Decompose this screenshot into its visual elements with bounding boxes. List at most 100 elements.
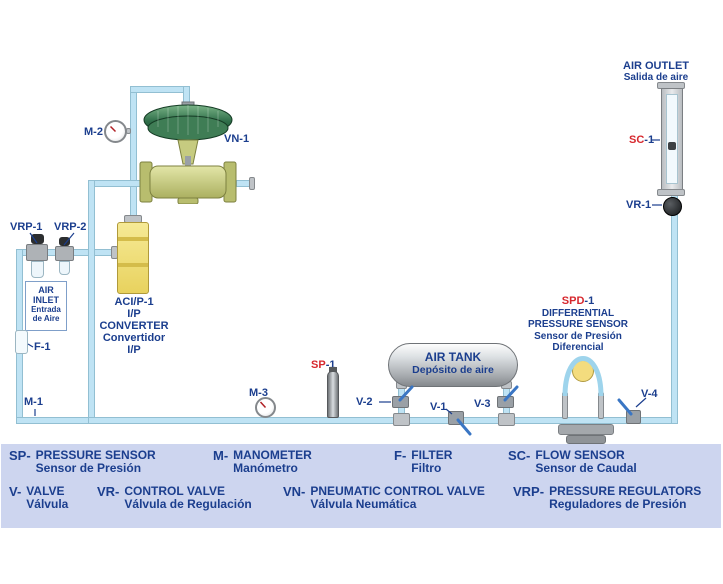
dp-cell-lower: [566, 435, 606, 444]
dp-sensor-label-line: Sensor de Presión: [534, 330, 622, 342]
legend-prefix: SC-: [508, 448, 531, 463]
legend-name-en: MANOMETER: [233, 448, 312, 462]
rotameter-bottom-cap: [657, 189, 685, 196]
legend-name-es: Manómetro: [233, 461, 298, 475]
legend-prefix: M-: [213, 448, 229, 463]
air-filter: [15, 330, 28, 354]
ip-converter: [117, 222, 149, 294]
legend-name-en: FLOW SENSOR: [535, 448, 625, 462]
valve-v2-body: [392, 396, 409, 408]
legend-prefix: VR-: [97, 484, 120, 499]
pipe-end-cap: [249, 177, 255, 190]
legend-prefix: F-: [394, 448, 407, 463]
actuator-ribs: [157, 105, 219, 135]
pipe-ip-signal-top: [130, 86, 190, 93]
legend-prefix: VRP-: [513, 484, 545, 499]
regulator-vrp2-label: VRP-2: [54, 221, 87, 233]
air-inlet-line: de Aire: [32, 314, 60, 323]
legend-name-en: PNEUMATIC CONTROL VALVE: [310, 484, 485, 498]
rotameter-tube: [666, 94, 678, 184]
converter-label-line: CONVERTER: [99, 320, 169, 332]
regulator-knob: [59, 237, 70, 246]
flow-sensor-label-prefix: SC: [629, 134, 645, 146]
air-outlet-subtitle: Salida de aire: [623, 72, 689, 83]
air-outlet-label: AIR OUTLET Salida de aire: [602, 60, 710, 83]
pressure-regulator-vrp2: [55, 246, 74, 261]
air-tank: AIR TANK Depósito de aire: [388, 343, 518, 387]
legend-name-en: CONTROL VALVE: [124, 484, 226, 498]
pressure-regulator-vrp1: [26, 244, 48, 261]
regulator-bowl: [31, 261, 44, 278]
manometer-m3-label: M-3: [249, 387, 268, 399]
filter-label: F-1: [34, 341, 51, 353]
legend-name-en: VALVE: [26, 484, 65, 498]
dp-sensor-label: SPD-1 DIFFERENTIAL PRESSURE SENSOR Senso…: [518, 295, 638, 354]
pneumatic-valve-label: VN-1: [224, 133, 250, 145]
dp-sensor-label-suffix: -1: [584, 295, 595, 307]
legend-name-es: Válvula Neumática: [310, 497, 417, 511]
dp-sensor-label-line: Diferencial: [552, 342, 604, 353]
converter-label-line: I/P: [127, 344, 141, 356]
valve-stem: [185, 156, 191, 166]
air-inlet-line: INLET: [33, 295, 59, 305]
dp-sensor-label-line: PRESSURE SENSOR: [527, 319, 629, 330]
legend-name-es: Filtro: [411, 461, 442, 475]
dp-sensor-post: [562, 392, 568, 419]
legend-name-en: PRESSURE REGULATORS: [549, 484, 702, 498]
manometer-m3-gauge: [255, 397, 276, 418]
manometer-m1-label: M-1: [24, 396, 43, 408]
rotameter-float: [668, 142, 676, 150]
pipe-valve-drop: [88, 180, 95, 424]
valve-bottom-cap: [177, 197, 199, 204]
converter-label: ACI/P-1 I/P CONVERTER Convertidor I/P: [98, 296, 170, 356]
flow-sensor-label: SC-1: [629, 134, 654, 146]
pipe-main-line: [88, 417, 678, 424]
legend-name-es: Reguladores de Presión: [549, 497, 687, 511]
pipe-inlet-bottom: [16, 417, 95, 424]
valve-v4-body: [626, 410, 641, 424]
regulator-vrp1-label: VRP-1: [10, 221, 43, 233]
pressure-sensor-body: [327, 371, 339, 418]
dp-sensor-label-prefix: SPD: [561, 295, 585, 307]
dp-sensor-head: [572, 360, 594, 382]
pressure-sensor-label: SP-1: [311, 359, 335, 371]
flow-sensor-label-suffix: -1: [644, 134, 655, 146]
manometer-m2-label: M-2: [84, 126, 103, 138]
valve-v1-body: [448, 411, 464, 425]
dp-sensor-post: [598, 392, 604, 419]
dp-sensor-label-id: SPD-1: [518, 295, 638, 308]
pressure-sensor-label-suffix: -1: [325, 359, 336, 371]
air-inlet-label-box: AIR INLET Entrada de Aire: [25, 281, 67, 331]
air-inlet-line: Entrada: [31, 305, 61, 314]
control-valve-vr1-label: VR-1: [626, 199, 652, 211]
regulator-knob: [31, 234, 44, 244]
valve-v3-label: V-3: [474, 398, 491, 410]
dp-sensor-label-line: DIFFERENTIAL: [541, 307, 615, 319]
valve-globe-body: [149, 165, 227, 199]
control-valve-knob: [663, 197, 682, 216]
air-tank-title: AIR TANK: [424, 350, 482, 364]
pipe-tee-fitting: [393, 413, 410, 426]
valve-yoke: [177, 139, 199, 165]
legend-name-es: Válvula: [26, 497, 69, 511]
converter-label-line: ACI/P-1: [114, 296, 154, 308]
pipe-tee-fitting: [498, 413, 515, 426]
legend-prefix: VN-: [283, 484, 306, 499]
pipe-flow-riser: [671, 190, 678, 424]
converter-label-line: I/P: [127, 308, 141, 320]
manometer-m2-stub: [126, 128, 131, 134]
legend-name-es: Válvula de Regulación: [124, 497, 252, 511]
valve-v4-label: V-4: [641, 388, 658, 400]
pressure-sensor-cap: [329, 367, 337, 372]
manometer-m2-gauge: [104, 120, 127, 143]
valve-v3-body: [497, 396, 514, 408]
